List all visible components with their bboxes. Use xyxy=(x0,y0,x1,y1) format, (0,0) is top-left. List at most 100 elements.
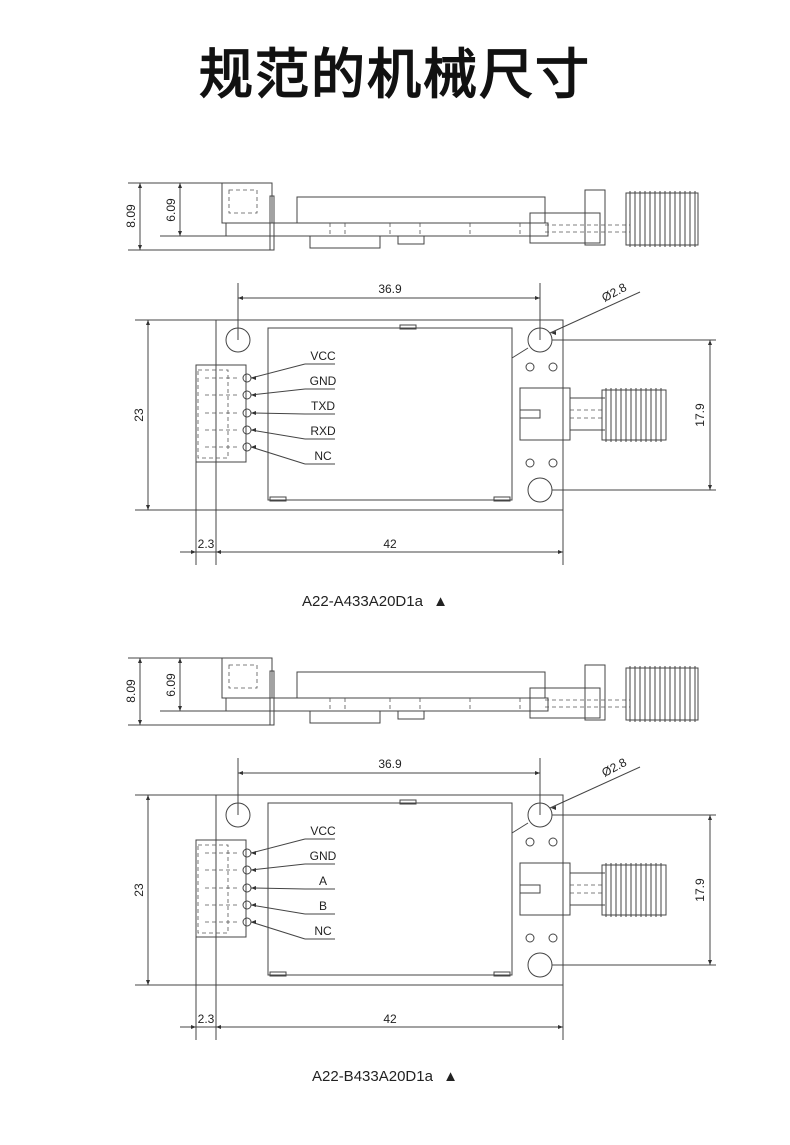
dim-hole-pitch: 36.9 xyxy=(378,757,402,771)
pin-leader xyxy=(250,363,306,379)
dimension-arrow xyxy=(251,903,256,907)
dim-height-board: 6.09 xyxy=(164,673,178,697)
dimension-arrow xyxy=(138,720,142,725)
dimension-arrow xyxy=(251,411,256,415)
dimension-arrow xyxy=(251,920,256,924)
via-hole xyxy=(548,458,558,468)
pin-pad xyxy=(242,917,252,927)
pin-label-nc: NC xyxy=(314,449,332,463)
sma-thread-body xyxy=(601,864,667,916)
shield-can xyxy=(267,802,513,976)
dimension-arrow xyxy=(251,851,256,855)
pin-pad xyxy=(242,865,252,875)
pin-pad xyxy=(242,373,252,383)
pin-header-side xyxy=(221,182,273,224)
component xyxy=(397,710,425,720)
dim-height-total: 8.09 xyxy=(124,204,138,228)
pin-leader xyxy=(250,446,306,465)
dimension-arrow xyxy=(146,980,150,985)
pin-pad xyxy=(242,425,252,435)
pin-leader xyxy=(250,429,306,440)
shield-tab xyxy=(269,496,287,502)
pin-pad xyxy=(242,900,252,910)
shield-side xyxy=(296,196,546,224)
page-title: 规范的机械尺寸 xyxy=(199,43,591,106)
dim-width: 23 xyxy=(132,883,146,897)
shield-side xyxy=(296,671,546,699)
dimension-arrow xyxy=(238,771,243,775)
dim-hole-diameter: Ø2.8 xyxy=(599,755,629,780)
pin-label-vcc: VCC xyxy=(310,349,336,363)
dimension-arrow xyxy=(551,806,556,810)
dimension-arrow xyxy=(191,550,196,554)
dimension-arrow xyxy=(708,485,712,490)
dimension-arrow xyxy=(251,393,256,397)
pin-pad xyxy=(242,390,252,400)
dimension-arrow xyxy=(558,550,563,554)
mounting-hole xyxy=(527,952,553,978)
dimension-arrow xyxy=(146,505,150,510)
pin-label-vcc: VCC xyxy=(310,824,336,838)
shield-tab xyxy=(493,971,511,977)
sma-thread-body xyxy=(625,192,699,246)
pin-label-gnd: GND xyxy=(310,849,337,863)
via-hole xyxy=(548,933,558,943)
pin-pad xyxy=(242,408,252,418)
leader-line xyxy=(549,766,641,809)
model-caption-a: A22-A433A20D1a ▲ xyxy=(302,593,448,610)
dimension-arrow xyxy=(558,1025,563,1029)
triangle-marker-icon: ▲ xyxy=(433,593,448,610)
pin-leader xyxy=(250,388,306,396)
sma-pin xyxy=(519,409,541,419)
sma-flange xyxy=(529,687,601,719)
dim-height-total: 8.09 xyxy=(124,679,138,703)
dimension-arrow xyxy=(178,706,182,711)
shield-can xyxy=(267,327,513,501)
dimension-arrow xyxy=(216,550,221,554)
pin-header xyxy=(195,364,247,463)
pin-header-inner xyxy=(228,189,258,214)
dim-pin-offset: 2.3 xyxy=(198,537,215,551)
shield-tab xyxy=(269,971,287,977)
dim-width: 23 xyxy=(132,408,146,422)
pin-header-inner xyxy=(197,369,229,459)
via-hole xyxy=(525,362,535,372)
leader-line xyxy=(511,822,529,834)
pin-leader xyxy=(250,412,306,415)
dimension-arrow xyxy=(708,960,712,965)
dim-length: 42 xyxy=(383,1012,397,1026)
dim-height-board: 6.09 xyxy=(164,198,178,222)
pin-header xyxy=(195,839,247,938)
dimension-arrow xyxy=(178,658,182,663)
dimension-arrow xyxy=(251,445,256,449)
dim-hole-diameter: Ø2.8 xyxy=(599,280,629,305)
dimension-arrow xyxy=(535,771,540,775)
via-hole xyxy=(548,362,558,372)
sma-nut xyxy=(584,189,606,246)
dim-hole-pitch: 36.9 xyxy=(378,282,402,296)
dimension-arrow xyxy=(191,1025,196,1029)
dimension-arrow xyxy=(146,320,150,325)
pin-header-side xyxy=(221,657,273,699)
via-hole xyxy=(525,458,535,468)
pin-pad xyxy=(242,883,252,893)
dimension-arrow xyxy=(178,183,182,188)
side-view: 8.09 6.09 xyxy=(124,657,699,726)
mounting-hole xyxy=(527,477,553,503)
pin-pad xyxy=(242,442,252,452)
pin-label-rxd: RXD xyxy=(310,424,336,438)
dim-antenna-hole-pitch: 17.9 xyxy=(693,878,707,902)
pin-header-inner xyxy=(197,844,229,934)
pin-leader xyxy=(250,921,306,940)
model-name: A22-A433A20D1a xyxy=(302,593,423,610)
dimension-arrow xyxy=(178,231,182,236)
side-view: 8.09 6.09 xyxy=(124,182,699,251)
pin-leader xyxy=(250,863,306,871)
pin-label-nc: NC xyxy=(314,924,332,938)
pin-header-inner xyxy=(228,664,258,689)
dimension-arrow xyxy=(138,658,142,663)
